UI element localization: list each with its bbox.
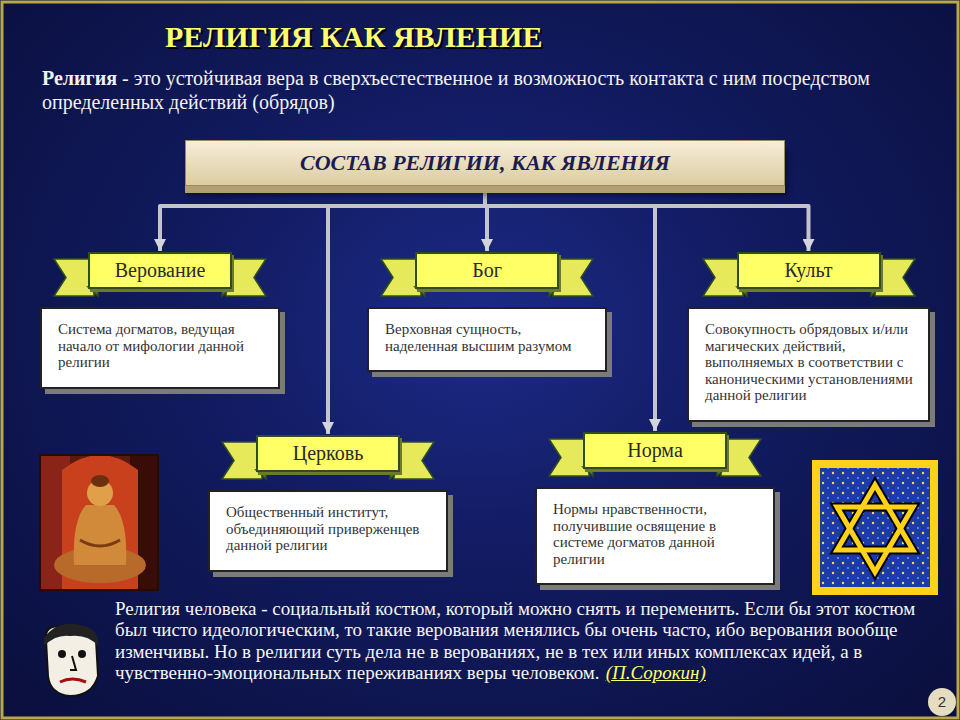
cartoon-face-part — [58, 650, 66, 658]
ribbon-tail — [226, 259, 266, 296]
buddha-picture-part — [74, 505, 127, 565]
quote-text-body-quote: Религия человека - социальный костюм, ко… — [115, 598, 915, 683]
slide-title: РЕЛИГИЯ КАК ЯВЛЕНИЕ — [165, 20, 542, 54]
page-number-num: 2 — [938, 693, 946, 710]
ribbon-tail — [875, 259, 915, 296]
category-node: ЦерковьОбщественный институт, объединяющ… — [208, 435, 448, 572]
ribbon-heading: Норма — [583, 432, 727, 469]
quote-text: Религия человека - социальный костюм, ко… — [115, 598, 930, 684]
definition-box: Совокупность обрядовых и/или магических … — [687, 307, 930, 422]
category-node: БогВерховная сущность, наделенная высшим… — [367, 252, 607, 372]
definition-box: Система догматов, ведущая начало от мифо… — [40, 307, 280, 389]
ribbon-tail — [721, 439, 761, 476]
definition-box: Нормы нравственности, получившие освящен… — [535, 487, 775, 585]
page-number: 2 — [928, 688, 956, 716]
star-of-david-picture — [812, 460, 938, 595]
header-banner: СОСТАВ РЕЛИГИИ, КАК ЯВЛЕНИЯ — [185, 140, 785, 186]
definition-text-rest: - это устойчивая вера в сверхъестественн… — [42, 67, 870, 113]
cartoon-face-part — [44, 624, 98, 646]
cartoon-face — [44, 624, 98, 696]
buddha-picture-part — [91, 475, 109, 487]
definition-text-lead: Религия — [42, 67, 117, 89]
star-of-david-picture-part — [837, 485, 913, 550]
buddha-picture — [40, 455, 158, 590]
ribbon-heading: Церковь — [256, 435, 400, 472]
buddha-picture-part — [40, 455, 158, 590]
connector-arrow — [160, 186, 485, 251]
cartoon-face-part — [70, 656, 76, 670]
star-of-david-picture-part — [837, 507, 913, 572]
definition-box: Верховная сущность, наделенная высшим ра… — [367, 307, 607, 372]
category-node: КультСовокупность обрядовых и/или магиче… — [687, 252, 930, 422]
buddha-picture-part — [40, 455, 158, 590]
ribbon-heading: Культ — [737, 252, 881, 289]
ribbon-tail — [553, 259, 593, 296]
connector-arrow — [485, 186, 809, 251]
star-of-david-picture-part — [837, 507, 913, 572]
ribbon-heading: Бог — [415, 252, 559, 289]
category-node: НормаНормы нравственности, получившие ос… — [535, 432, 775, 585]
quote-text-author: (П.Сорокин) — [606, 662, 706, 683]
banner-title: СОСТАВ РЕЛИГИИ, КАК ЯВЛЕНИЯ — [185, 140, 785, 186]
star-of-david-picture-part — [820, 468, 930, 587]
cartoon-face-part — [60, 679, 86, 682]
definition-box: Общественный институт, объединяющий прив… — [208, 490, 448, 572]
ribbon-heading: Верование — [88, 252, 232, 289]
category-node: ВерованиеСистема догматов, ведущая начал… — [40, 252, 280, 389]
definition-text: Религия- это устойчивая вера в сверхъест… — [42, 66, 932, 114]
buddha-picture-part — [80, 540, 120, 546]
cartoon-face-part — [78, 650, 86, 658]
star-of-david-picture-part — [837, 485, 913, 550]
ribbon-tail — [394, 442, 434, 479]
star-of-david-picture-part — [812, 460, 938, 595]
